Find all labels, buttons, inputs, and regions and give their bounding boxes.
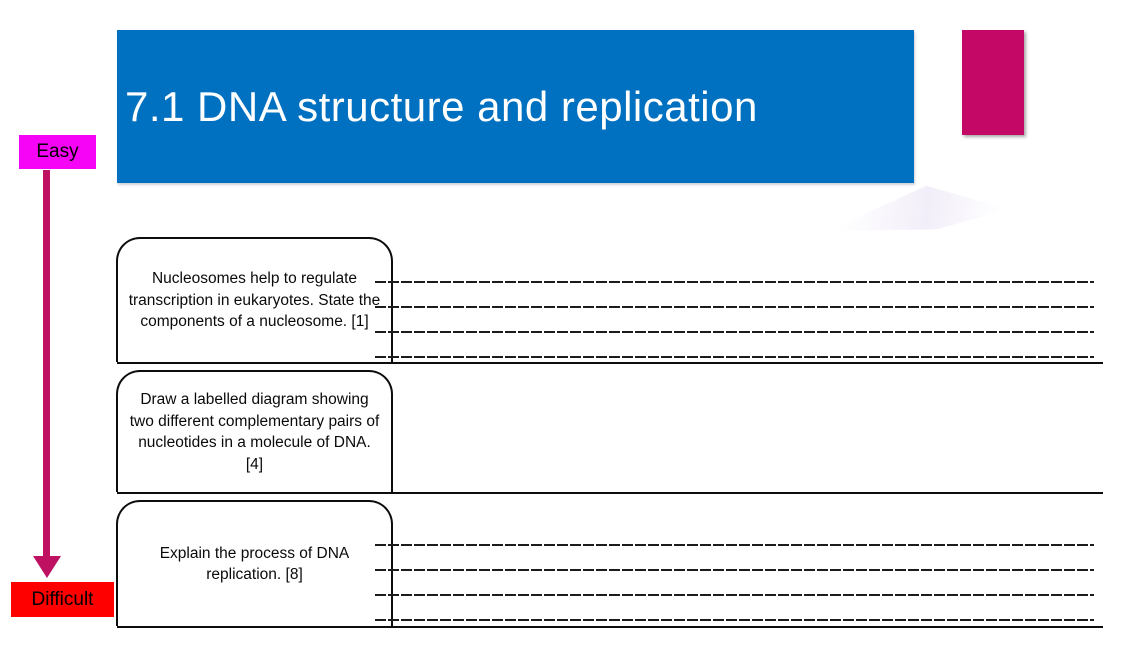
easy-label: Easy (19, 135, 96, 169)
answer-lines-1 (375, 237, 1094, 362)
question-box-3: Explain the process of DNA replication. … (116, 500, 393, 626)
answer-line (375, 544, 1094, 546)
question-box-1: Nucleosomes help to regulate transcripti… (116, 237, 393, 362)
question-box-2: Draw a labelled diagram showing two diff… (116, 370, 393, 492)
difficulty-arrow-shaft (43, 170, 50, 556)
accent-rectangle (962, 30, 1024, 135)
answer-line (375, 356, 1094, 358)
swoosh-shadow (827, 183, 1008, 233)
answer-line (375, 281, 1094, 283)
question-row-1: Nucleosomes help to regulate transcripti… (116, 237, 1103, 364)
difficult-label: Difficult (11, 582, 114, 617)
answer-line (375, 569, 1094, 571)
slide-title: 7.1 DNA structure and replication (125, 82, 758, 130)
answer-line (375, 619, 1094, 621)
answer-line (375, 306, 1094, 308)
answer-line (375, 594, 1094, 596)
title-banner: 7.1 DNA structure and replication (117, 30, 914, 183)
answer-lines-2 (375, 370, 1094, 492)
question-text-1: Nucleosomes help to regulate transcripti… (128, 270, 381, 331)
question-text-2: Draw a labelled diagram showing two diff… (129, 391, 380, 473)
difficulty-arrow-head-icon (33, 556, 61, 578)
answer-lines-3 (375, 500, 1094, 626)
question-row-2: Draw a labelled diagram showing two diff… (116, 370, 1103, 494)
question-text-3: Explain the process of DNA replication. … (159, 544, 350, 584)
answer-line (375, 331, 1094, 333)
question-row-3: Explain the process of DNA replication. … (116, 500, 1103, 628)
